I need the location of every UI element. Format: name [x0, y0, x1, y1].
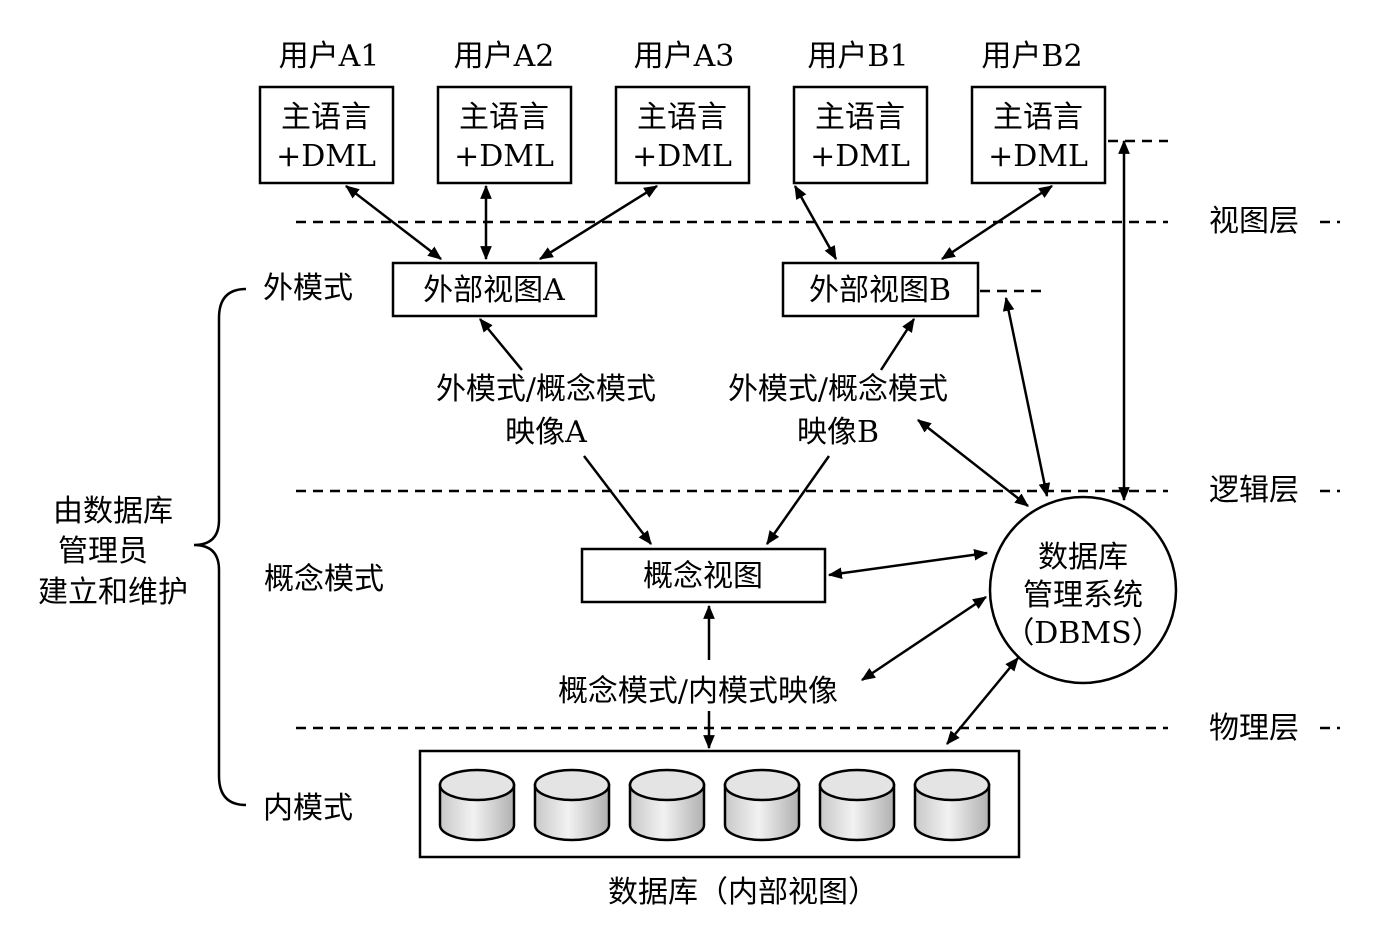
dml-label: +DML	[632, 139, 732, 174]
host-language-label: 主语言	[637, 100, 727, 135]
arrow-mapping-a-up	[479, 318, 523, 371]
admin-note-line3: 建立和维护	[38, 575, 188, 610]
host-language-box	[258, 85, 395, 185]
host-language-label: 主语言	[993, 100, 1083, 135]
external-view-a-box	[391, 261, 598, 318]
disk-group	[438, 768, 991, 842]
view-layer-label: 视图层	[1209, 204, 1299, 239]
mapping-b-line2: 映像B	[797, 415, 879, 450]
dbms-label-line2: 管理系统	[1023, 578, 1143, 613]
disk-icon	[818, 768, 896, 842]
host-language-box	[614, 85, 751, 185]
logic-layer-label: 逻辑层	[1209, 473, 1299, 508]
external-view-b-label: 外部视图B	[809, 273, 951, 308]
dml-label: +DML	[988, 139, 1088, 174]
host-language-label: 主语言	[459, 100, 549, 135]
user-a3: 用户A3 主语言 +DML	[614, 39, 751, 185]
external-view-a-label: 外部视图A	[423, 273, 565, 308]
user-label: 用户B1	[807, 39, 908, 74]
disk-icon	[533, 768, 611, 842]
user-b1: 用户B1 主语言 +DML	[792, 39, 929, 185]
mapping-a-line2: 映像A	[505, 415, 587, 450]
host-language-label: 主语言	[815, 100, 905, 135]
disk-icon	[628, 768, 706, 842]
user-b2: 用户B2 主语言 +DML	[970, 39, 1107, 185]
mapping-b-line1: 外模式/概念模式	[728, 372, 948, 407]
arrow-b2-view-b	[941, 184, 1053, 261]
host-language-label: 主语言	[281, 100, 371, 135]
external-view-b-box	[781, 261, 980, 318]
dml-label: +DML	[454, 139, 554, 174]
disk-icon	[723, 768, 801, 842]
user-label: 用户A3	[634, 39, 735, 74]
arrow-dbms-mapping-b	[917, 419, 1029, 507]
internal-mapping-label: 概念模式/内模式映像	[558, 674, 838, 709]
user-label: 用户A2	[454, 39, 555, 74]
user-label: 用户B2	[981, 39, 1082, 74]
arrow-mapping-a-down	[583, 455, 652, 545]
dml-label: +DML	[276, 139, 376, 174]
arrow-a1-view-a	[345, 185, 442, 260]
host-language-box	[436, 85, 573, 185]
arrows	[345, 139, 1130, 750]
internal-schema-label: 内模式	[263, 791, 353, 826]
host-language-box	[792, 85, 929, 185]
dml-label: +DML	[810, 139, 910, 174]
admin-note-line1: 由数据库	[53, 494, 173, 529]
arrow-a3-view-a	[539, 184, 658, 261]
host-language-box	[970, 85, 1107, 185]
arrow-b1-view-b	[793, 184, 838, 261]
user-label: 用户A1	[279, 39, 380, 74]
arrow-dbms-view-b	[1002, 296, 1051, 498]
dbms-label-line1: 数据库	[1038, 540, 1128, 575]
arrow-mapping-b-up	[879, 318, 916, 371]
admin-note-line2: 管理员	[58, 534, 148, 569]
arrow-dbms-conceptual	[827, 548, 989, 580]
user-a1: 用户A1 主语言 +DML	[258, 39, 395, 185]
dbms-label-line3: （DBMS）	[1004, 616, 1161, 651]
database-caption: 数据库（内部视图）	[608, 875, 878, 910]
conceptual-view-box	[580, 547, 827, 604]
arrow-dbms-database	[946, 657, 1019, 745]
disk-icon	[913, 768, 991, 842]
mapping-a-line1: 外模式/概念模式	[436, 372, 656, 407]
user-a2: 用户A2 主语言 +DML	[436, 39, 573, 185]
external-schema-label: 外模式	[263, 271, 353, 306]
conceptual-view-label: 概念视图	[643, 559, 763, 594]
arrow-mapping-b-down	[765, 455, 831, 545]
physical-layer-label: 物理层	[1209, 711, 1299, 746]
dbms-circle	[988, 495, 1178, 685]
conceptual-schema-label: 概念模式	[264, 562, 384, 597]
disk-icon	[438, 768, 516, 842]
arrow-dbms-internal-mapping	[861, 595, 987, 682]
schema-brace	[193, 287, 247, 807]
